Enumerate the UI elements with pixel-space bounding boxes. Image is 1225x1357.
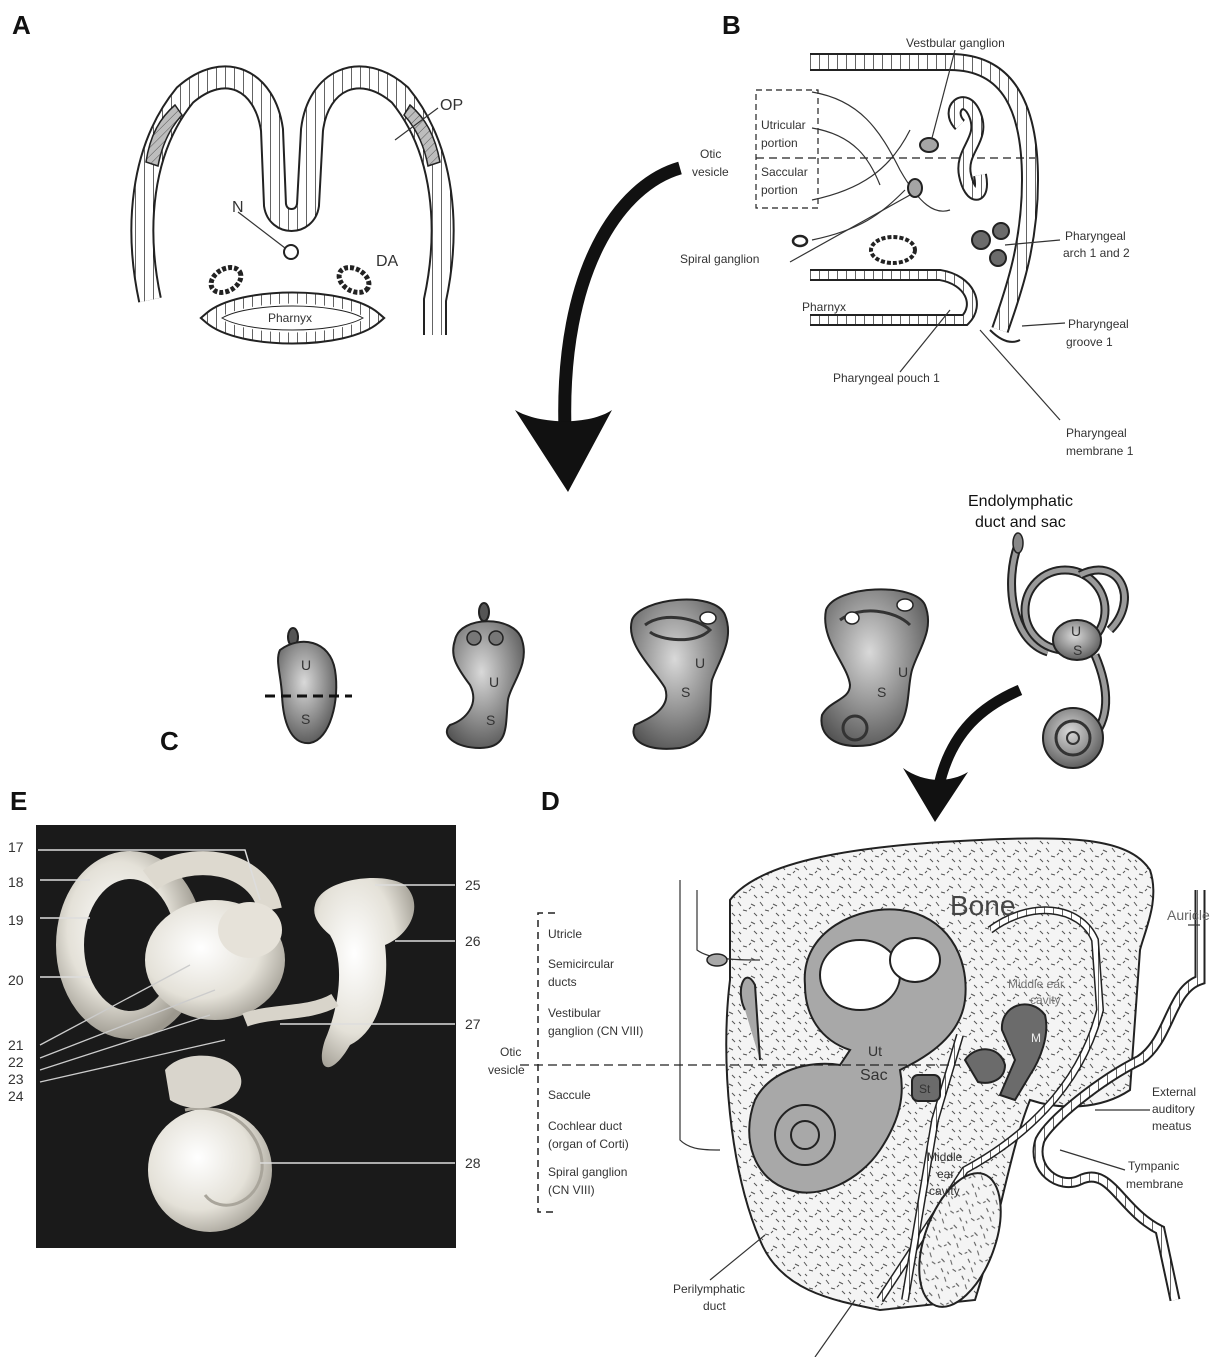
label-perilymphatic-duct: duct (703, 1299, 726, 1313)
otic-stage-4: U S (821, 589, 928, 746)
label-sac: Sac (860, 1067, 888, 1084)
otic-stage-3: U S (631, 600, 728, 749)
legend-vestibular: Vestibular (548, 1006, 601, 1020)
legend-semicircular: Semicircular (548, 957, 614, 971)
legend-cn-viii: (CN VIII) (548, 1183, 595, 1197)
stage2-s: S (486, 712, 495, 728)
legend-organ-of-corti: (organ of Corti) (548, 1137, 629, 1151)
stage3-s: S (681, 684, 690, 700)
dorsal-aorta-right (335, 262, 374, 297)
otic-stage-5: U S (1012, 533, 1125, 768)
num-21: 21 (8, 1037, 24, 1053)
legend-vestibular-ganglion: ganglion (CN VIII) (548, 1024, 643, 1038)
label-groove-1: groove 1 (1066, 335, 1113, 349)
label-duct-and-sac: duct and sac (975, 514, 1066, 531)
spiral-ganglion-b (908, 179, 922, 197)
otic-stage-1: U S (265, 628, 352, 743)
panel-a-letter: A (12, 10, 31, 40)
label-pouch: Pharyngeal pouch 1 (833, 371, 940, 385)
label-middle-ear-top: Middle ear (1008, 977, 1064, 991)
stage1-s: S (301, 711, 310, 727)
num-19: 19 (8, 912, 24, 928)
otic-stage-2: U S (447, 603, 524, 748)
panel-c: C U S U S U S (160, 493, 1124, 768)
num-20: 20 (8, 972, 24, 988)
stage3-u: U (695, 655, 705, 671)
label-membrane-1: membrane 1 (1066, 444, 1134, 458)
label-pharynx-b: Pharnyx (802, 300, 846, 314)
label-otic-b: Otic (700, 147, 721, 161)
panel-b-letter: B (722, 10, 741, 40)
num-22: 22 (8, 1054, 24, 1070)
label-m: M (1031, 1031, 1041, 1045)
stage5-u: U (1071, 623, 1081, 639)
label-saccular: Saccular (761, 165, 808, 179)
label-cavity: cavity (929, 1184, 960, 1198)
stage4-u: U (898, 664, 908, 680)
num-24: 24 (8, 1088, 24, 1104)
label-middle: Middle (927, 1150, 963, 1164)
legend-spiral-ganglion: Spiral ganglion (548, 1165, 627, 1179)
label-tympanic-membrane: membrane (1126, 1177, 1184, 1191)
label-cavity-top: cavity (1030, 993, 1061, 1007)
dorsal-aorta-left (207, 262, 246, 297)
panel-c-letter: C (160, 726, 179, 756)
panel-e: E 17 18 19 20 21 22 23 24 (8, 786, 481, 1248)
label-bone: Bone (950, 890, 1015, 921)
label-auricle: Auricle (1167, 907, 1210, 923)
stage1-u: U (301, 657, 311, 673)
legend-ducts: ducts (548, 975, 577, 989)
label-ut: Ut (868, 1043, 882, 1059)
label-membrane: Pharyngeal (1066, 426, 1127, 440)
legend-cochlear-duct: Cochlear duct (548, 1119, 623, 1133)
label-op: OP (440, 97, 463, 114)
panel-d: D Bone Auric (488, 786, 1210, 1357)
notochord (284, 245, 298, 259)
stage5-s: S (1073, 642, 1082, 658)
label-groove: Pharyngeal (1068, 317, 1129, 331)
num-17: 17 (8, 839, 24, 855)
panel-b: B Vestbular ganglion (680, 10, 1134, 458)
panel-a: A N OP DA Pharnyx (12, 10, 463, 338)
label-vesicle-b: vesicle (692, 165, 729, 179)
label-tympanic: Tympanic (1128, 1159, 1179, 1173)
label-n: N (232, 199, 244, 216)
label-arch-12: arch 1 and 2 (1063, 246, 1130, 260)
num-28: 28 (465, 1155, 481, 1171)
label-perilymphatic: Perilymphatic (673, 1282, 745, 1296)
label-st: St (919, 1082, 931, 1096)
label-vestibular-ganglion: Vestbular ganglion (906, 36, 1005, 50)
num-26: 26 (465, 933, 481, 949)
label-da: DA (376, 253, 399, 270)
arrow-b-to-c (565, 168, 680, 430)
stage4-s: S (877, 684, 886, 700)
legend-utricle: Utricle (548, 927, 582, 941)
label-meatus: meatus (1152, 1119, 1191, 1133)
arrow-c-to-d (938, 690, 1020, 790)
label-pharynx-a: Pharnyx (268, 311, 312, 325)
vestibular-ganglion-b (920, 138, 938, 152)
label-vesicle-d: vesicle (488, 1063, 525, 1077)
num-18: 18 (8, 874, 24, 890)
pharyngeal-arch-1 (972, 231, 990, 249)
label-spiral-ganglion: Spiral ganglion (680, 252, 759, 266)
stage2-u: U (489, 674, 499, 690)
num-25: 25 (465, 877, 481, 893)
panel-e-letter: E (10, 786, 27, 816)
photo-cochlea (148, 1108, 272, 1232)
label-utricular-portion: portion (761, 136, 798, 150)
panel-d-letter: D (541, 786, 560, 816)
label-endolymphatic: Endolymphatic (968, 493, 1073, 510)
label-auditory: auditory (1152, 1102, 1195, 1116)
legend-saccule: Saccule (548, 1088, 591, 1102)
label-external: External (1152, 1085, 1196, 1099)
num-27: 27 (465, 1016, 481, 1032)
label-ear: ear (937, 1167, 954, 1181)
label-utricular: Utricular (761, 118, 806, 132)
num-23: 23 (8, 1071, 24, 1087)
label-arch: Pharyngeal (1065, 229, 1126, 243)
label-otic-d: Otic (500, 1045, 521, 1059)
label-saccular-portion: portion (761, 183, 798, 197)
